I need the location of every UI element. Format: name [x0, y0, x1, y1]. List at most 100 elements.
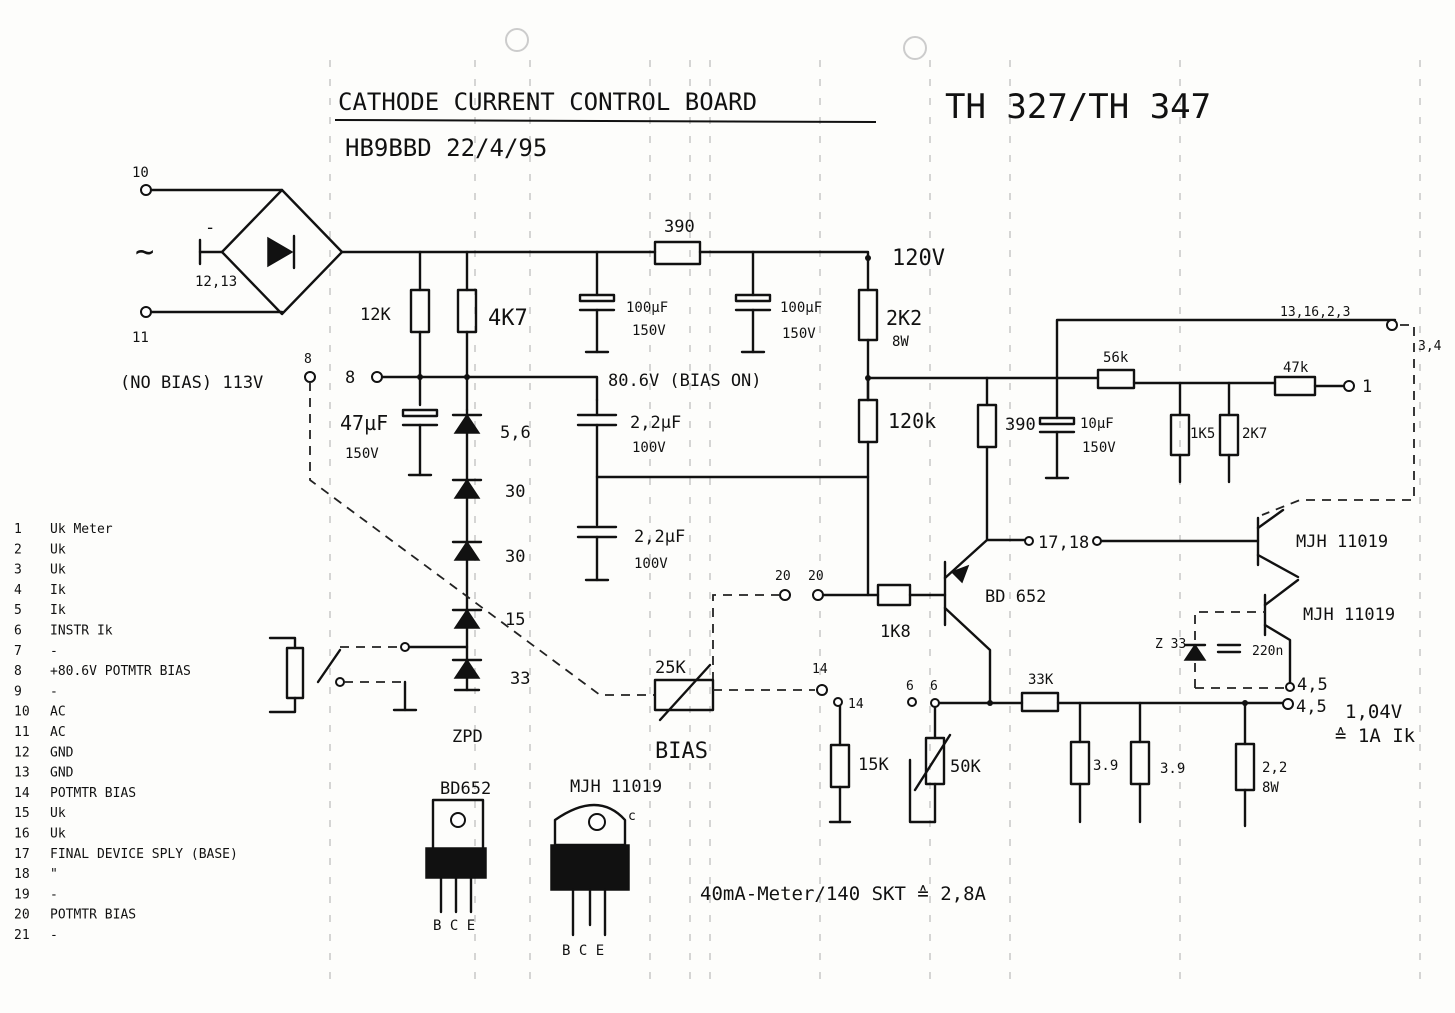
r12k-label: 12K: [360, 305, 391, 325]
r2k2-label: 2K2: [886, 306, 922, 330]
pin-list-description: Ik: [50, 603, 66, 618]
pin-list-number: 11: [14, 725, 30, 740]
package-mjh11019: MJH 11019 c B C E: [550, 777, 662, 959]
pin-10-label: 10: [132, 165, 149, 181]
resistor-120k: [857, 398, 879, 444]
pin-list-number: 9: [14, 684, 22, 699]
pin-list-number: 7: [14, 644, 22, 659]
pins-3-4-label: 3,4: [1418, 339, 1442, 354]
terminal-10: [140, 184, 152, 196]
r33k-label: 33K: [1028, 672, 1054, 688]
terminal-8a: [304, 371, 316, 383]
terminal-13: [1386, 319, 1398, 331]
pin-list-description: Ik: [50, 583, 66, 598]
resistor-4k7: [456, 288, 478, 334]
pin-list-description: GND: [50, 745, 74, 760]
r4k7-label: 4K7: [488, 306, 528, 331]
bd652-pkg-label: BD652: [440, 779, 491, 799]
pins-4-5a-label: 4,5: [1297, 675, 1328, 695]
pin-list-number: 16: [14, 827, 30, 842]
r390-top-label: 390: [664, 217, 695, 237]
c3-label: 2,2µF: [630, 413, 681, 433]
zpd-label: ZPD: [452, 727, 483, 747]
pin-list-number: 13: [14, 766, 30, 781]
r390-mid-label: 390: [1005, 415, 1036, 435]
pin-list-description: -: [50, 928, 58, 943]
pin-list-number: 5: [14, 603, 22, 618]
pin-list-description: GND: [50, 766, 74, 781]
resistor-2k2: [857, 288, 879, 342]
pin-list-description: -: [50, 684, 58, 699]
pin-list-description: AC: [50, 725, 66, 740]
r1k5-label: 1K5: [1190, 426, 1215, 442]
pot25k-label: 25K: [655, 658, 686, 678]
pin-list-description: +80.6V POTMTR BIAS: [50, 664, 191, 679]
terminal-6a: [907, 697, 917, 707]
terminal-14a: [816, 684, 828, 696]
bias-label: BIAS: [655, 739, 708, 764]
pin-14a-label: 14: [812, 662, 828, 677]
bias-on-voltage: 80.6V (BIAS ON): [608, 371, 762, 391]
pin-14b-label: 14: [848, 697, 864, 712]
meter-note: 40mA-Meter/140 SKT ≙ 2,8A: [700, 883, 987, 905]
capacitor-2u2-2: [576, 525, 618, 582]
capacitor-10uf: [1038, 376, 1076, 480]
pins-13-16-label: 13,16,2,3: [1280, 305, 1350, 320]
author-date: HB9BBD 22/4/95: [345, 134, 547, 162]
pin-8b-label: 8: [345, 368, 355, 388]
model-label: TH 327/TH 347: [945, 87, 1211, 127]
bias-potentiometer-switch: [268, 636, 469, 714]
c2-voltage: 150V: [782, 326, 816, 342]
no-bias-voltage: (NO BIAS) 113V: [120, 373, 263, 393]
zener-2-label: 30: [505, 482, 525, 502]
mjh-pins: B C E: [562, 943, 604, 959]
pin-1-label: 1: [1362, 377, 1372, 397]
zener-chain: [451, 408, 483, 692]
pin-list-number: 2: [14, 542, 22, 557]
pin-8a-label: 8: [304, 352, 312, 367]
terminal-17: [1024, 536, 1034, 546]
output-current-eq: ≙ 1A Ik: [1335, 725, 1416, 747]
pin-list-description: -: [50, 644, 58, 659]
pin-list-description: Uk: [50, 806, 66, 821]
mjh-case-label: c: [628, 809, 636, 824]
resistor-15k: [829, 743, 851, 789]
resistor-47k: [1273, 375, 1317, 397]
pin-list-number: 18: [14, 867, 30, 882]
resistor-33k: [1020, 691, 1060, 713]
terminal-20b: [812, 589, 824, 601]
rail-voltage: 120V: [892, 246, 945, 271]
r2-2-label: 2,2: [1262, 760, 1287, 776]
transistor-mjh-2: [1263, 578, 1300, 692]
pin-list-number: 4: [14, 583, 22, 598]
ac-input: 10 11 ~ - 12,13: [132, 165, 284, 346]
pot50k-label: 50K: [950, 757, 981, 777]
pins-17-18-label: 17,18: [1038, 533, 1089, 553]
mjh2-label: MJH 11019: [1303, 605, 1395, 625]
r2k7-label: 2K7: [1242, 426, 1267, 442]
capacitor-100uf-2: [734, 250, 772, 354]
resistor-2-2: [1234, 742, 1256, 792]
pin-list-number: 21: [14, 928, 30, 943]
r2-2-watt: 8W: [1262, 780, 1279, 796]
resistor-390-top: [653, 240, 702, 266]
pin-6b-label: 6: [930, 679, 938, 694]
pin-list-number: 8: [14, 664, 22, 679]
c5-voltage: 150V: [1082, 440, 1116, 456]
c3-voltage: 100V: [632, 440, 666, 456]
pin-list-description: AC: [50, 705, 66, 720]
c220n-label: 220n: [1252, 644, 1283, 659]
c1-voltage: 150V: [632, 323, 666, 339]
c1-label: 100µF: [626, 300, 668, 316]
terminal-4-5b: [1282, 698, 1294, 710]
pin-list-number: 10: [14, 705, 30, 720]
capacitor-47uf: [401, 408, 439, 477]
resistor-1k8: [876, 583, 912, 607]
package-bd652: BD652 B C E: [425, 779, 491, 934]
pin-20a-label: 20: [775, 569, 791, 584]
punch-hole-left: [505, 28, 529, 52]
terminal-11: [140, 306, 152, 318]
pin-list-number: 1: [14, 522, 22, 537]
